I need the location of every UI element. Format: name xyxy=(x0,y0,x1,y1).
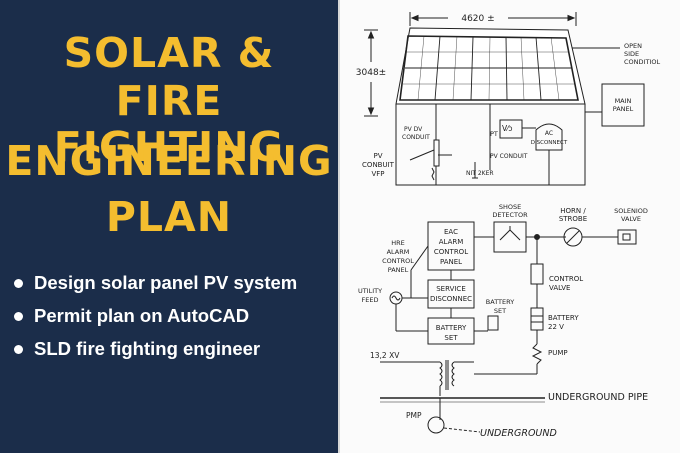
control-valve xyxy=(530,263,544,285)
label-service-1: SERVICE xyxy=(436,285,466,293)
label-eac-1: EAC xyxy=(444,228,458,236)
label-ac-2: DISCONNECT xyxy=(531,140,568,146)
feature-text: Design solar panel PV system xyxy=(34,272,298,293)
title-line-1: SOLAR & xyxy=(63,29,275,77)
feature-text: Permit plan on AutoCAD xyxy=(34,305,250,326)
transformer xyxy=(380,360,474,396)
label-service-2: DISCONNEC xyxy=(430,295,472,303)
label-pv-conbuit-2: CONBUIT xyxy=(362,161,395,169)
label-utility-2: FEED xyxy=(362,296,379,304)
pv-dv-conduit xyxy=(433,139,440,167)
label-control-valve-1: CONTROL xyxy=(549,275,583,283)
label-pv-conbuit-1: PV xyxy=(373,152,382,160)
label-dim-width: 4620 ± xyxy=(461,14,494,24)
label-pv-conduit: PV CONDUIT xyxy=(490,153,528,160)
label-eac-3: CONTROL xyxy=(434,248,468,256)
label-pv-dv-1: PV DV xyxy=(404,126,423,133)
label-main-panel-1: MAIN xyxy=(615,97,632,105)
dimension-width xyxy=(409,12,577,26)
label-battery-set-1: BATTERY xyxy=(436,324,467,332)
label-open-side-1: OPEN xyxy=(624,42,642,50)
label-battery-set-2: SET xyxy=(444,334,458,342)
battery-set-mid xyxy=(487,315,499,331)
label-battery22-1: BATTERY xyxy=(548,314,579,322)
label-ac-1: AC xyxy=(545,130,553,137)
label-control-valve-2: VALVE xyxy=(549,284,570,292)
label-utility-1: UTILITY xyxy=(358,287,382,295)
feature-list: Design solar panel PV system Permit plan… xyxy=(14,266,297,365)
label-open-side-3: CONDITIOL xyxy=(624,58,660,66)
solenoid-valve xyxy=(617,229,637,245)
house-outline xyxy=(395,27,586,186)
label-hre-2: ALARM xyxy=(387,248,410,256)
label-soleniod-1: SOLENIOD xyxy=(614,207,648,215)
label-shose-1: SHOSE xyxy=(499,203,521,211)
drawing-panel: 4620 ± 3048± OPEN SIDE CONDITIOL MAIN PA… xyxy=(340,0,680,453)
main-panel-box xyxy=(601,83,645,127)
feature-text: SLD fire fighting engineer xyxy=(34,338,261,359)
label-pv-dv-2: CONDUIT xyxy=(402,134,430,141)
bullet-icon xyxy=(14,312,23,321)
label-battery-mid-1: BATTERY xyxy=(486,298,514,306)
label-battery-mid-2: SET xyxy=(494,307,506,315)
bullet-icon xyxy=(14,345,23,354)
label-pt-symbol: V⁄ɔ xyxy=(502,124,513,133)
bullet-icon xyxy=(14,279,23,288)
dimension-height xyxy=(364,29,378,117)
label-soleniod-2: VALVE xyxy=(621,215,641,223)
label-battery22-2: 22 V xyxy=(548,323,564,331)
label-eac-4: PANEL xyxy=(440,258,462,266)
pt-box xyxy=(499,119,523,139)
title-line-2: FIRE FIGHTING xyxy=(53,77,285,171)
feature-item: Permit plan on AutoCAD xyxy=(14,299,297,332)
label-hre-3: CONTROL xyxy=(382,257,414,265)
solar-panel-array xyxy=(399,35,579,101)
title-line-3: ENGINEERING xyxy=(5,137,333,185)
label-nit-2ker: NIT 2KER xyxy=(466,170,494,177)
label-eac-2: ALARM xyxy=(439,238,464,246)
label-kv: 13,2 XV xyxy=(370,351,400,360)
ac-disconnect xyxy=(535,123,563,151)
label-pt: PT xyxy=(490,130,498,138)
pump-icon xyxy=(427,416,445,434)
feature-item: Design solar panel PV system xyxy=(14,266,297,299)
title-line-4: PLAN xyxy=(105,193,233,241)
label-shose-2: DETECTOR xyxy=(492,211,528,219)
pump-coil xyxy=(531,343,543,365)
feature-item: SLD fire fighting engineer xyxy=(14,332,297,365)
label-horn-2: STROBE xyxy=(559,215,587,223)
label-horn-1: HORN / xyxy=(560,207,586,215)
label-underground: UNDERGROUND xyxy=(480,428,557,439)
engineering-drawing: 4620 ± 3048± OPEN SIDE CONDITIOL MAIN PA… xyxy=(356,12,660,439)
divider xyxy=(338,0,340,453)
label-hre-4: PANEL xyxy=(388,266,409,274)
label-main-panel-2: PANEL xyxy=(613,105,634,113)
battery-22v xyxy=(530,307,544,331)
label-pv-conbuit-3: VFP xyxy=(371,170,384,178)
label-dim-height: 3048± xyxy=(356,68,386,78)
title-panel: SOLAR & FIRE FIGHTING ENGINEERING PLAN D… xyxy=(0,0,338,453)
label-underground-pipe: UNDERGROUND PIPE xyxy=(548,392,648,403)
label-hre-1: HRE xyxy=(391,239,405,247)
label-pmp: PMP xyxy=(406,411,422,420)
label-pump: PUMP xyxy=(548,349,568,357)
label-open-side-2: SIDE xyxy=(624,50,639,58)
